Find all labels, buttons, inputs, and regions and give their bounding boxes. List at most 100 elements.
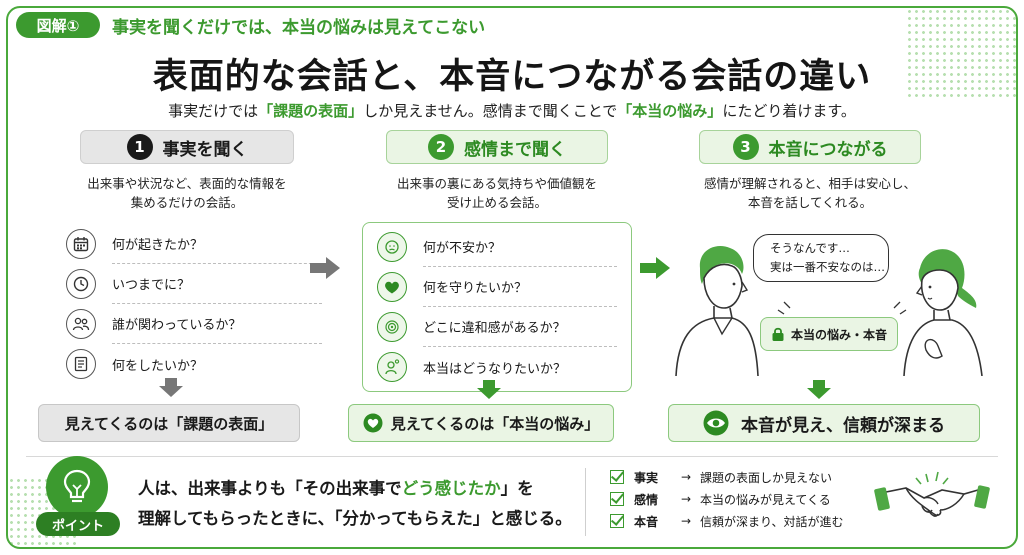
step-1-description: 出来事や状況など、表面的な情報を 集めるだけの会話。 — [52, 174, 322, 212]
result-surface: 見えてくるのは「課題の表面」 — [38, 404, 300, 442]
question-text: 何を守りたいか？ — [423, 267, 617, 307]
question-text: 何が起きたか？ — [112, 224, 322, 264]
step-2-desc-line-2: 受け止める会話。 — [446, 195, 547, 210]
lock-icon — [772, 327, 784, 341]
step-3-description: 感情が理解されると、相手は安心し、 本音を話してくれる。 — [675, 174, 945, 212]
checklist-value: 信頼が深まり、対話が進む — [700, 514, 844, 529]
worried-face-icon — [377, 232, 407, 262]
point-message: 人は、出来事よりも「その出来事でどう感じたか」を 理解してもらったときに、「分か… — [138, 474, 572, 534]
checklist-key: 事実 — [634, 470, 659, 485]
sparkle-icon — [777, 301, 791, 315]
column-true-feelings: 3 本音につながる 感情が理解されると、相手は安心し、 本音を話してくれる。 — [675, 130, 945, 212]
people-icon — [66, 309, 96, 339]
checklist-value: 本当の悩みが見えてくる — [700, 492, 831, 507]
question-text: 誰が関わっているか？ — [112, 304, 322, 344]
figure-badge: 図解① — [16, 12, 100, 38]
subtitle-text-3: にたどり着けます。 — [722, 102, 856, 120]
step-3-desc-line-2: 本音を話してくれる。 — [747, 195, 873, 210]
subtitle-highlight-real-worry: 「本当の悩み」 — [617, 102, 723, 120]
step-1-title: 事実を聞く — [162, 139, 248, 160]
checklist-key: 感情 — [634, 492, 659, 507]
summary-checklist: 事実 → 課題の表面しか見えない 感情 → 本当の悩みが見えてくる 本音 → 信… — [610, 466, 844, 532]
arrow-right-icon — [310, 257, 340, 279]
lightbulb-icon — [46, 456, 108, 518]
step-1-desc-line-2: 集めるだけの会話。 — [130, 195, 244, 210]
result-trust-text: 本音が見え、信頼が深まる — [741, 415, 945, 436]
arrow-right-icon — [640, 257, 670, 279]
emotion-question-box: 何が不安か？ 何を守りたいか？ どこに違和感があるか？ 本当はどうなりたいか？ — [362, 222, 632, 392]
arrow-down-icon — [807, 380, 831, 399]
step-1-desc-line-1: 出来事や状況など、表面的な情報を — [87, 176, 287, 191]
checkbox-checked-icon — [610, 470, 624, 484]
heart-icon — [363, 413, 383, 433]
question-text: 何をしたいか？ — [112, 358, 204, 374]
fact-question-list: 何が起きたか？ いつまでに？ 誰が関わっているか？ 何をしたいか？ — [52, 224, 322, 384]
checklist-value: 課題の表面しか見えない — [700, 470, 833, 485]
bubble-line-1: そうなんです… — [770, 241, 850, 255]
list-item: 感情 → 本当の悩みが見えてくる — [610, 488, 844, 510]
arrow-down-icon — [159, 378, 183, 397]
question-text: いつまでに？ — [112, 264, 322, 304]
vertical-divider — [585, 468, 586, 536]
arrow-icon: → — [680, 514, 692, 528]
list-item: 誰が関わっているか？ — [66, 304, 322, 344]
page-title: 表面的な会話と、本音につながる会話の違い — [152, 57, 872, 97]
point-line-2: 理解してもらったときに、「分かってもらえた」と感じる。 — [138, 509, 572, 528]
arrow-icon: → — [680, 492, 692, 506]
listener-person-icon — [675, 246, 759, 376]
lock-label: 本当の悩み・本音 — [790, 327, 887, 342]
step-2-heading: 2 感情まで聞く — [386, 130, 608, 164]
eye-icon — [703, 410, 729, 436]
speaker-person-icon — [903, 249, 983, 376]
step-2-description: 出来事の裏にある気持ちや価値観を 受け止める会話。 — [362, 174, 632, 212]
arrow-down-icon — [477, 380, 501, 399]
checklist-key: 本音 — [634, 514, 659, 529]
list-item: 本音 → 信頼が深まり、対話が進む — [610, 510, 844, 532]
true-feelings-badge: 本当の悩み・本音 — [760, 317, 898, 351]
result-trust: 本音が見え、信頼が深まる — [668, 404, 980, 442]
column-emotions: 2 感情まで聞く 出来事の裏にある気持ちや価値観を 受け止める会話。 何が不安か… — [362, 130, 632, 392]
arrow-icon: → — [680, 470, 692, 484]
list-item: 何を守りたいか？ — [377, 267, 617, 307]
point-label: ポイント — [36, 512, 120, 536]
point-line-1-emphasis: どう感じたか — [401, 479, 501, 498]
step-3-number: 3 — [732, 134, 759, 160]
subtitle: 事実だけでは「課題の表面」しか見えません。感情まで聞くことで「本当の悩み」にたど… — [0, 100, 1024, 121]
question-text: どこに違和感があるか？ — [423, 307, 617, 347]
point-line-1-text-a: 人は、出来事よりも「その出来事で — [138, 479, 402, 498]
list-item: 何が起きたか？ — [66, 224, 322, 264]
step-2-desc-line-1: 出来事の裏にある気持ちや価値観を — [396, 176, 597, 191]
list-item: 本当はどうなりたいか？ — [377, 347, 617, 387]
list-item: 何が不安か？ — [377, 227, 617, 267]
step-3-heading: 3 本音につながる — [699, 130, 921, 164]
thinking-person-icon — [377, 352, 407, 382]
subtitle-text-2: しか見えません。感情まで聞くことで — [363, 102, 618, 120]
step-3-desc-line-1: 感情が理解されると、相手は安心し、 — [703, 176, 916, 191]
list-item: どこに違和感があるか？ — [377, 307, 617, 347]
checkbox-checked-icon — [610, 514, 624, 528]
question-text: 何が不安か？ — [423, 227, 617, 267]
speech-bubble: そうなんです… 実は一番不安なのは… — [753, 234, 889, 282]
heart-icon — [377, 272, 407, 302]
result-real-worry-text: 見えてくるのは「本当の悩み」 — [390, 414, 600, 433]
list-item: 何をしたいか？ — [66, 344, 322, 384]
clock-icon — [66, 269, 96, 299]
subtitle-highlight-surface: 「課題の表面」 — [258, 102, 364, 120]
decorative-dots-top-right — [906, 8, 1016, 98]
column-facts: 1 事実を聞く 出来事や状況など、表面的な情報を 集めるだけの会話。 何が起きた… — [52, 130, 322, 384]
tangle-icon — [377, 312, 407, 342]
step-2-number: 2 — [428, 134, 454, 160]
step-1-heading: 1 事実を聞く — [80, 130, 294, 164]
checkbox-checked-icon — [610, 492, 624, 506]
step-2-title: 感情まで聞く — [464, 139, 566, 160]
handshake-icon — [874, 471, 990, 517]
list-item: いつまでに？ — [66, 264, 322, 304]
sparkle-icon — [893, 301, 907, 315]
result-real-worry: 見えてくるのは「本当の悩み」 — [348, 404, 614, 442]
list-item: 事実 → 課題の表面しか見えない — [610, 466, 844, 488]
step-3-title: 本音につながる — [768, 139, 888, 160]
calendar-icon — [66, 229, 96, 259]
step-1-number: 1 — [126, 134, 153, 160]
bubble-line-2: 実は一番不安なのは… — [770, 260, 885, 274]
conversation-illustration — [675, 246, 983, 376]
